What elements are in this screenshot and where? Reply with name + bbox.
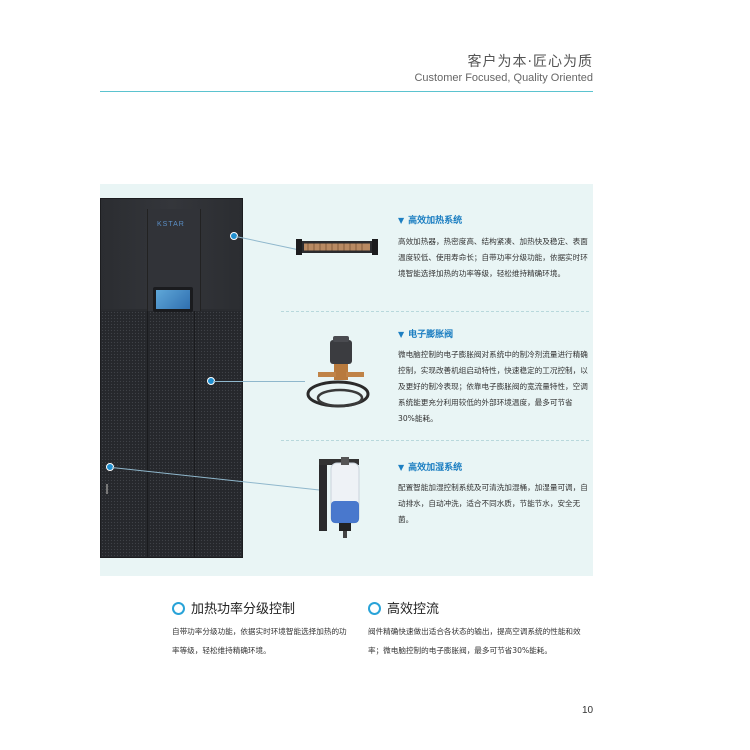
cabinet-seam <box>194 311 195 557</box>
humidifier-image <box>319 457 360 538</box>
page-number: 10 <box>582 705 594 716</box>
triangle-down-icon: ▼ <box>398 216 405 225</box>
ring-bullet-icon <box>368 602 381 615</box>
cabinet-logo: KSTAR <box>157 221 185 228</box>
header-divider <box>100 91 593 92</box>
section-title-humidification: ▼高效加湿系统 <box>398 463 463 473</box>
feature-body-heating-power: 自带功率分级功能，依据实时环境智能选择加热的功率等级，轻松维持精确环境。 <box>172 627 347 655</box>
feature-title-heating-power: 加热功率分级控制 <box>172 598 295 617</box>
air-conditioner-cabinet: KSTAR <box>101 199 242 557</box>
triangle-down-icon: ▼ <box>398 463 405 472</box>
cabinet-mesh-panel <box>101 311 242 557</box>
section-title-heating: ▼高效加热系统 <box>398 216 463 226</box>
section-separator <box>281 440 589 441</box>
section-body-humidification: 配置智能加湿控制系统及可清洗加湿桶，加湿量可调，自动排水，自动冲洗，适合不同水质… <box>398 483 588 524</box>
section-title-expansion-valve: ▼电子膨胀阀 <box>398 330 454 340</box>
section-body-heating: 高效加热器，热密度高、结构紧凑、加热快及稳定、表面温度较低、使用寿命长；自带功率… <box>398 237 588 278</box>
callout-line-valve <box>213 381 305 382</box>
section-separator <box>281 311 589 312</box>
cabinet-seam <box>147 311 148 557</box>
cabinet-handle <box>106 484 108 494</box>
header-title-cn: 客户为本·匠心为质 <box>467 54 593 70</box>
feature-body-flow-control: 阀件精确快速做出适合各状态的输出，提高空调系统的性能和效率；微电脑控制的电子膨胀… <box>368 627 581 655</box>
heater-image <box>296 239 378 255</box>
header-title-en: Customer Focused, Quality Oriented <box>414 72 593 84</box>
cabinet-touchscreen <box>153 287 193 312</box>
triangle-down-icon: ▼ <box>398 330 405 339</box>
feature-title-flow-control: 高效控流 <box>368 598 439 617</box>
expansion-valve-image <box>306 336 370 408</box>
ring-bullet-icon <box>172 602 185 615</box>
section-body-expansion-valve: 微电脑控制的电子膨胀阀对系统中的制冷剂流量进行精确控制，实现改善机组启动特性，快… <box>398 350 588 423</box>
